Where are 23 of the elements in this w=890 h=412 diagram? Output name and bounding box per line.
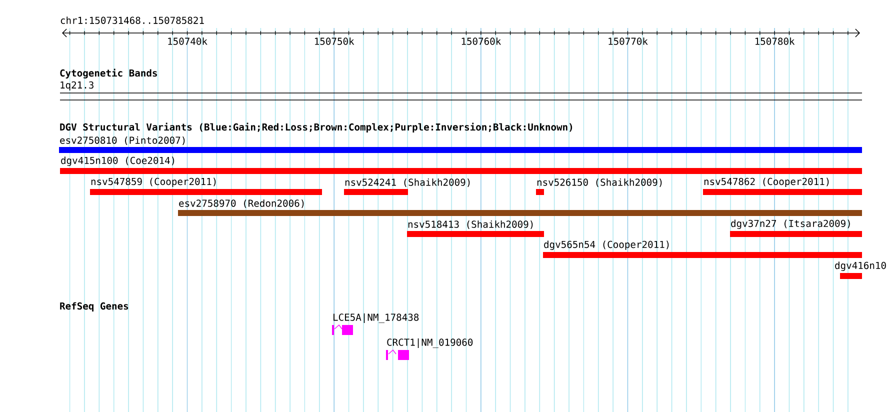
feature-label: nsv524241 (Shaikh2009): [345, 178, 470, 187]
band-label: 1q21.3: [60, 81, 94, 90]
feature-label: nsv518413 (Shaikh2009): [408, 220, 533, 229]
track-heading: DGV Structural Variants (Blue:Gain;Red:Loss;Brown:Complex;Purple:Inversion;Black:Unknown): [60, 122, 572, 132]
tick-label: 150760k: [462, 38, 501, 45]
feature-label: dgv37n27 (Itsara2009): [731, 220, 850, 229]
tick-label: 150780k: [756, 38, 795, 45]
track-heading: Cytogenetic Bands: [60, 68, 157, 78]
feature-label: nsv526150 (Shaikh2009): [537, 178, 662, 187]
tick-label: 150740k: [168, 38, 208, 45]
feature-label: esv2750810 (Pinto2007): [60, 136, 185, 145]
tick-label: 150770k: [608, 38, 648, 45]
feature-label: nsv547862 (Cooper2011): [704, 178, 829, 187]
feature-label: nsv547859 (Cooper2011): [91, 178, 216, 187]
feature-label: esv2758970 (Redon2006): [179, 199, 304, 208]
feature-label: dgv415n100 (Coe2014): [61, 156, 174, 166]
feature-label: LCE5A|NM_178438: [334, 313, 419, 323]
feature-label: dgv416n10: [835, 262, 886, 271]
feature-label: CRCT1|NM_019060: [387, 338, 473, 348]
track-heading: RefSeq Genes: [60, 302, 128, 312]
tick-label: 150750k: [315, 38, 354, 45]
feature-label: dgv565n54 (Cooper2011): [544, 240, 669, 250]
position-label: chr1:150731468..150785821: [60, 16, 204, 24]
